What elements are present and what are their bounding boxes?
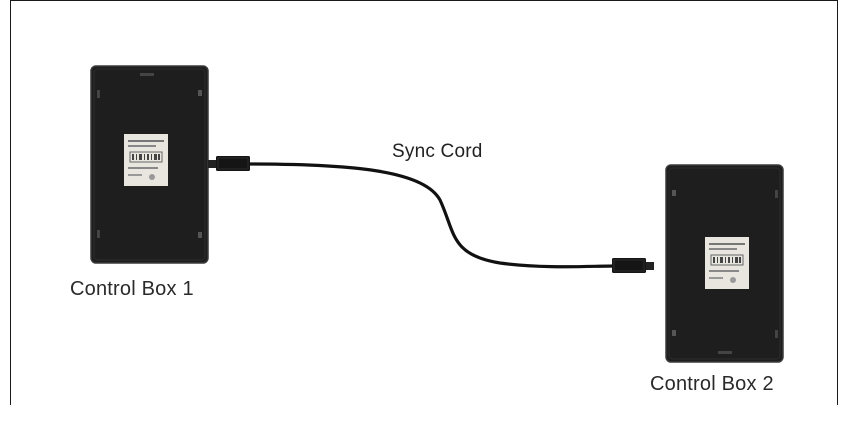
control-box-1: [90, 65, 209, 264]
sync-cord-label: Sync Cord: [392, 141, 483, 162]
box1-sticker: [124, 134, 168, 186]
control-box-1-label: Control Box 1: [70, 278, 194, 300]
control-box-2: [665, 164, 784, 363]
diagram-frame: [10, 0, 838, 405]
control-box-2-label: Control Box 2: [650, 373, 774, 395]
box2-sticker: [705, 237, 749, 289]
cable-plug-1: [208, 156, 250, 171]
cable-plug-2: [612, 258, 654, 273]
sync-cable: [248, 162, 617, 269]
